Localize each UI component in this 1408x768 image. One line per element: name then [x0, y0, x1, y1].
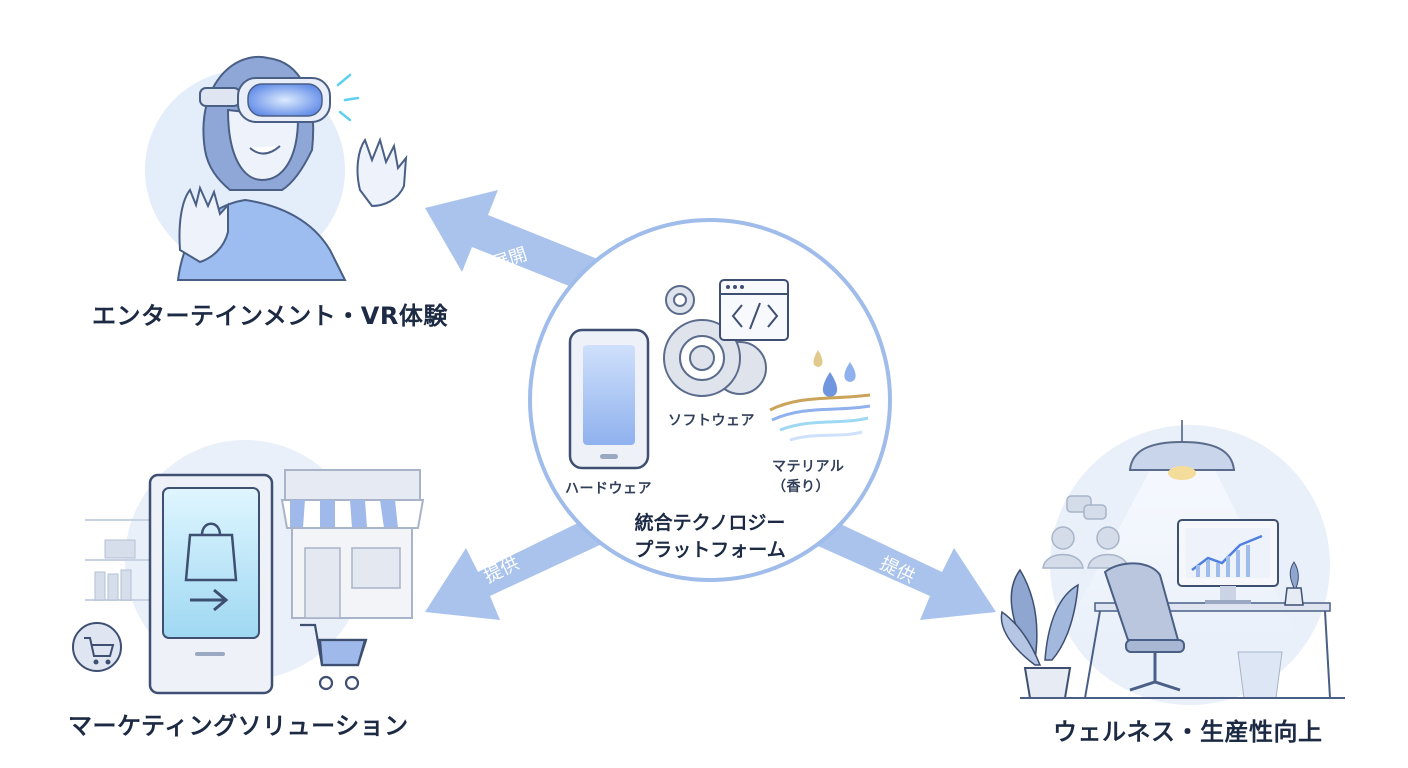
hub-title-line1: 統合テクノロジー — [634, 512, 786, 534]
hub-component-software: ソフトウェア — [668, 413, 755, 429]
chat-bubble-icon — [72, 622, 122, 672]
smartphone-icon — [568, 328, 650, 470]
entertainment-illustration — [145, 55, 408, 281]
monitor-chart-icon — [1177, 519, 1279, 604]
hub-component-material: マテリアル — [772, 459, 845, 475]
hub-component-material-note: （香り） — [772, 479, 830, 495]
arrow-to-wellness — [818, 520, 996, 620]
marketing-illustration — [72, 440, 425, 695]
lamp-icon — [1128, 440, 1236, 471]
hub-title-line2: プラットフォーム — [634, 539, 786, 561]
hub-component-hardware: ハードウェア — [565, 481, 652, 497]
domain-entertainment: エンターテインメント・VR体験 — [92, 302, 448, 330]
plant-icon — [1000, 568, 1079, 699]
cart-icon — [300, 623, 368, 691]
aroma-drops-icon — [769, 350, 871, 442]
domain-marketing: マーケティングソリューション — [68, 712, 409, 740]
kiosk — [148, 473, 274, 695]
arrow-to-marketing — [425, 518, 602, 620]
vr-headset-icon — [247, 83, 323, 117]
arrow-to-entertainment — [425, 190, 620, 300]
domain-wellness: ウェルネス・生産性向上 — [1053, 718, 1323, 746]
hub-circle — [528, 218, 892, 582]
wellness-illustration — [1000, 420, 1345, 705]
storefront-icon — [280, 469, 425, 619]
shopping-bag-icon — [184, 533, 238, 582]
code-window-icon — [719, 279, 789, 341]
